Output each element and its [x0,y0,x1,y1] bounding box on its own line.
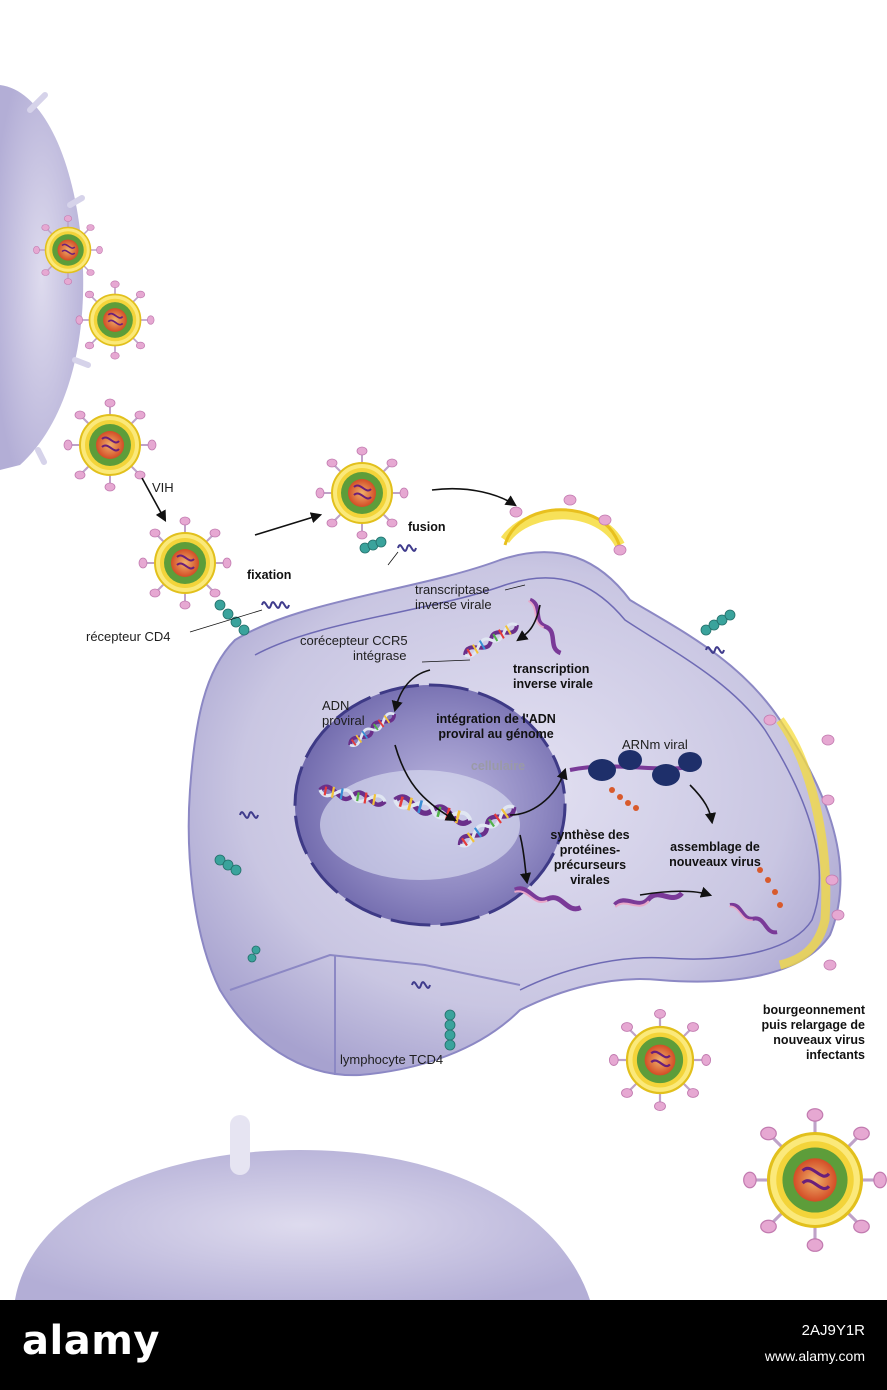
label-vih: VIH [152,480,174,495]
label-synthese: synthèse des protéines-précurseurs viral… [550,828,630,887]
label-recepteur-cd4: récepteur CD4 [86,629,171,644]
label-fixation: fixation [247,568,292,582]
label-cellulaire: cellulaire [470,759,526,773]
label-lymphocyte: lymphocyte TCD4 [340,1052,444,1067]
label-integrase: intégrase [353,648,407,663]
neighbor-cell-bottom [15,1150,590,1300]
label-leader-lines [189,551,526,663]
label-transcription-inverse: transcription inverse virale [513,662,593,691]
neighbor-cell-top [0,85,84,470]
watermark-image-id: 2AJ9Y1R [801,1322,865,1339]
watermark-url: www.alamy.com [764,1348,865,1364]
hiv-cycle-illustration [0,85,887,1300]
label-bourgeonnement: bourgeonnement puis relargage de nouveau… [761,1003,865,1062]
watermark-logo: alamy [22,1318,160,1364]
label-arnm-viral: ARNm viral [622,737,688,752]
cd4-receptor-chains [214,536,736,1051]
label-transcriptase: transcriptase inverse virale [415,582,492,612]
label-corecepteur-ccr5: corécepteur CCR5 [300,633,408,648]
process-arrows [141,477,717,898]
label-fusion: fusion [408,520,446,534]
label-adn-proviral: ADN proviral [322,698,365,728]
label-integration: intégration de l'ADN proviral au génome [436,712,556,741]
watermark-footer [0,1300,887,1390]
label-assemblage: assemblage de nouveaux virus [669,840,761,869]
